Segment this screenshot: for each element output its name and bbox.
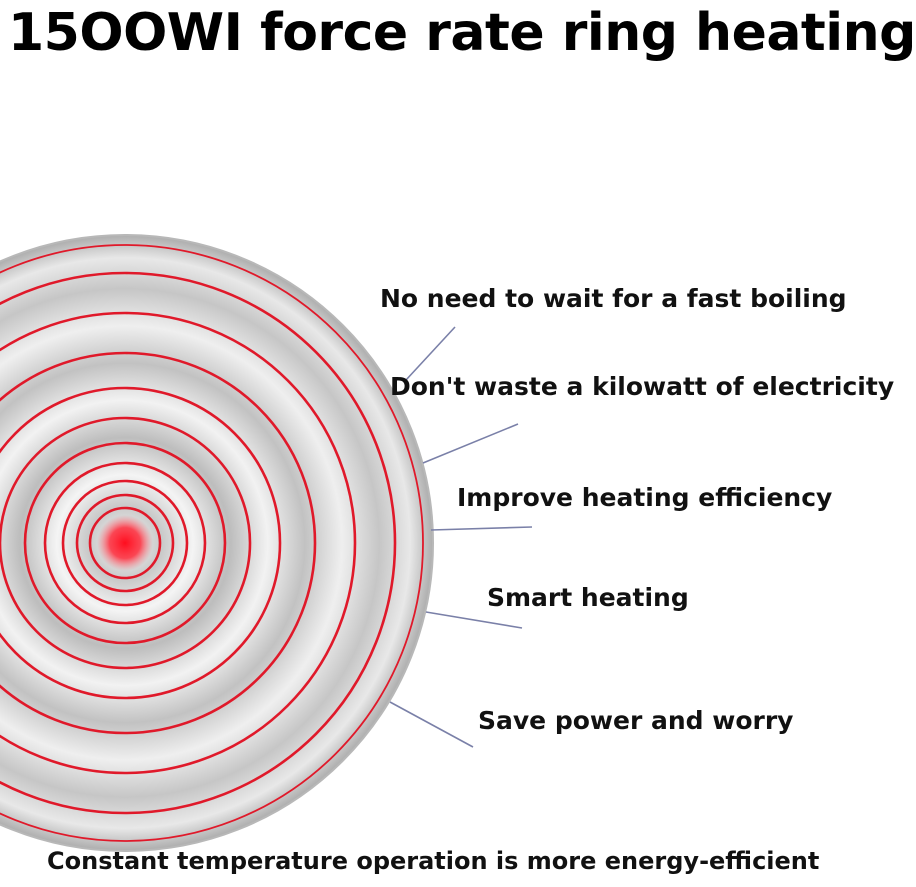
heating-ring: [43, 461, 207, 625]
heating-ring: [0, 244, 424, 842]
leader-lines: [389, 326, 533, 748]
heating-ring: [0, 311, 357, 775]
leader-line: [430, 526, 533, 531]
footer-caption: Constant temperature operation is more e…: [47, 847, 820, 875]
leader-line: [425, 611, 523, 629]
product-infographic: 15OOWI force rate ring heating: [0, 3, 916, 875]
feature-save-power: Save power and worry: [478, 706, 794, 735]
hotspot: [97, 515, 153, 571]
heating-ring: [23, 441, 227, 645]
feature-fast-boiling: No need to wait for a fast boiling: [380, 284, 847, 313]
heating-plate-illustration: [0, 234, 533, 852]
heating-ring: [0, 416, 252, 670]
heating-ring: [0, 386, 282, 700]
heating-ring: [0, 351, 317, 735]
feature-save-electricity: Don't waste a kilowatt of electricity: [390, 372, 895, 401]
feature-smart-heating: Smart heating: [487, 583, 689, 612]
heating-plate: [0, 234, 434, 852]
headline-title: 15OOWI force rate ring heating: [8, 3, 916, 63]
feature-heating-efficiency: Improve heating efficiency: [457, 483, 833, 512]
leader-line: [389, 701, 474, 748]
leader-line: [405, 326, 456, 381]
heating-ring: [0, 271, 397, 815]
heating-ring: [61, 479, 189, 607]
heating-rings: [0, 244, 424, 842]
heating-ring: [88, 506, 162, 580]
leader-line: [422, 423, 519, 464]
heating-ring: [75, 493, 175, 593]
